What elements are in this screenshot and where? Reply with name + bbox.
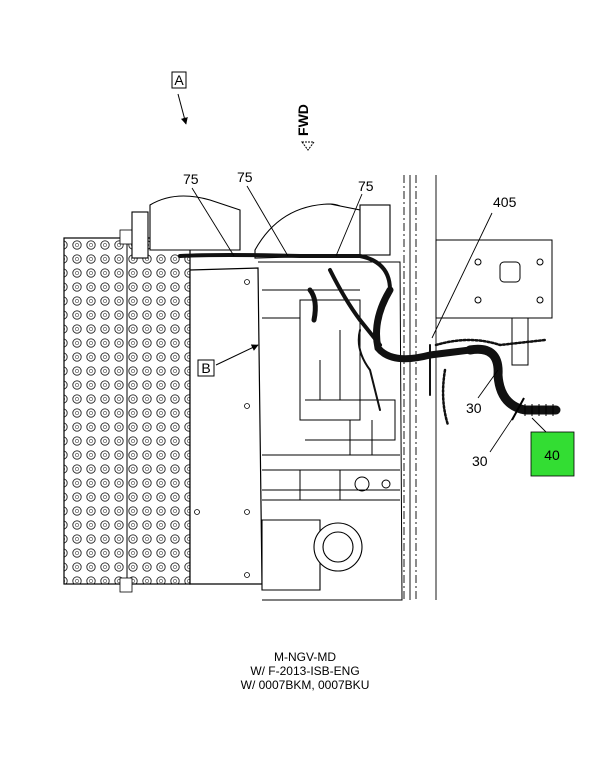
callout-75-mid: 75: [237, 169, 253, 185]
engine-block: [258, 261, 403, 601]
callout-75-leaders: [191, 185, 363, 257]
radiator-core: [63, 229, 191, 593]
callout-40-highlight[interactable]: [530, 431, 575, 477]
callout-405: 405: [493, 194, 517, 210]
shroud-panel: [189, 267, 263, 585]
callout-30-upper-leader: [477, 369, 499, 399]
callout-40: 40: [544, 447, 560, 463]
view-b-label: B: [201, 360, 210, 376]
lower-pipe: [261, 519, 363, 591]
forward-indicator: FWD: [295, 104, 315, 151]
frame-bracket: [435, 239, 553, 366]
callout-405-leader: [431, 212, 493, 339]
frame-rails: [403, 175, 437, 600]
callout-30-lower: 30: [472, 453, 488, 469]
air-inlet-pipes: [131, 195, 391, 259]
callout-30-upper: 30: [466, 400, 482, 416]
view-a-label: A: [174, 72, 184, 88]
callout-75-right: 75: [358, 178, 374, 194]
caption-line-1: M-NGV-MD: [274, 650, 336, 664]
callout-75-left: 75: [183, 171, 199, 187]
harness-end: [524, 404, 554, 416]
view-a-callout: A: [171, 71, 188, 125]
tie-strap: [489, 397, 525, 453]
wiring-harness: [178, 253, 561, 427]
caption-line-2: W/ F-2013-ISB-ENG: [250, 664, 360, 678]
caption-line-3: W/ 0007BKM, 0007BKU: [240, 678, 370, 692]
callout-40-leader: [531, 417, 547, 433]
view-b-callout: B: [197, 344, 259, 377]
fwd-label: FWD: [295, 104, 311, 136]
